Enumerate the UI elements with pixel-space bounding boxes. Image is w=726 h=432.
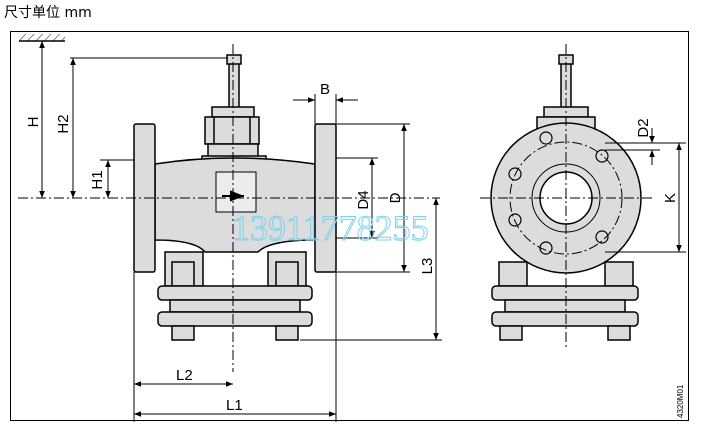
drawing-caption: 尺寸单位 mm xyxy=(4,5,92,21)
ground-hatch xyxy=(19,34,65,42)
nut-bottom-right xyxy=(275,325,299,341)
nut-bottom-left xyxy=(171,325,195,341)
dim-label-h2: H2 xyxy=(55,114,72,133)
dim-label-h: H xyxy=(25,117,42,128)
nut-top-right xyxy=(275,261,299,287)
side-centerlines xyxy=(480,44,655,350)
drawing-code: 4320M01 xyxy=(676,384,685,418)
dimension-lines xyxy=(39,41,686,422)
dim-label-k: K xyxy=(662,193,679,203)
dim-label-l1: L1 xyxy=(226,397,243,414)
base-upper xyxy=(157,285,313,301)
dim-label-d4: D4 xyxy=(355,190,372,209)
stem-tip xyxy=(226,54,242,65)
base-middle xyxy=(169,299,301,313)
dim-label-l3: L3 xyxy=(419,258,436,275)
nut-top-left xyxy=(171,261,195,287)
dim-label-d: D xyxy=(387,192,404,203)
dim-label-d2: D2 xyxy=(635,118,652,137)
phone-watermark: 13911778255 xyxy=(232,208,429,248)
bolt-holes xyxy=(508,131,609,255)
valve-stem xyxy=(228,59,240,111)
flow-label-plate xyxy=(215,171,257,213)
base-lower xyxy=(157,311,313,327)
dim-label-l2: L2 xyxy=(176,367,193,384)
dim-label-b: B xyxy=(320,81,330,98)
dim-label-h1: H1 xyxy=(89,170,106,189)
drawing-frame xyxy=(10,31,689,421)
bonnet-nut xyxy=(204,116,260,145)
